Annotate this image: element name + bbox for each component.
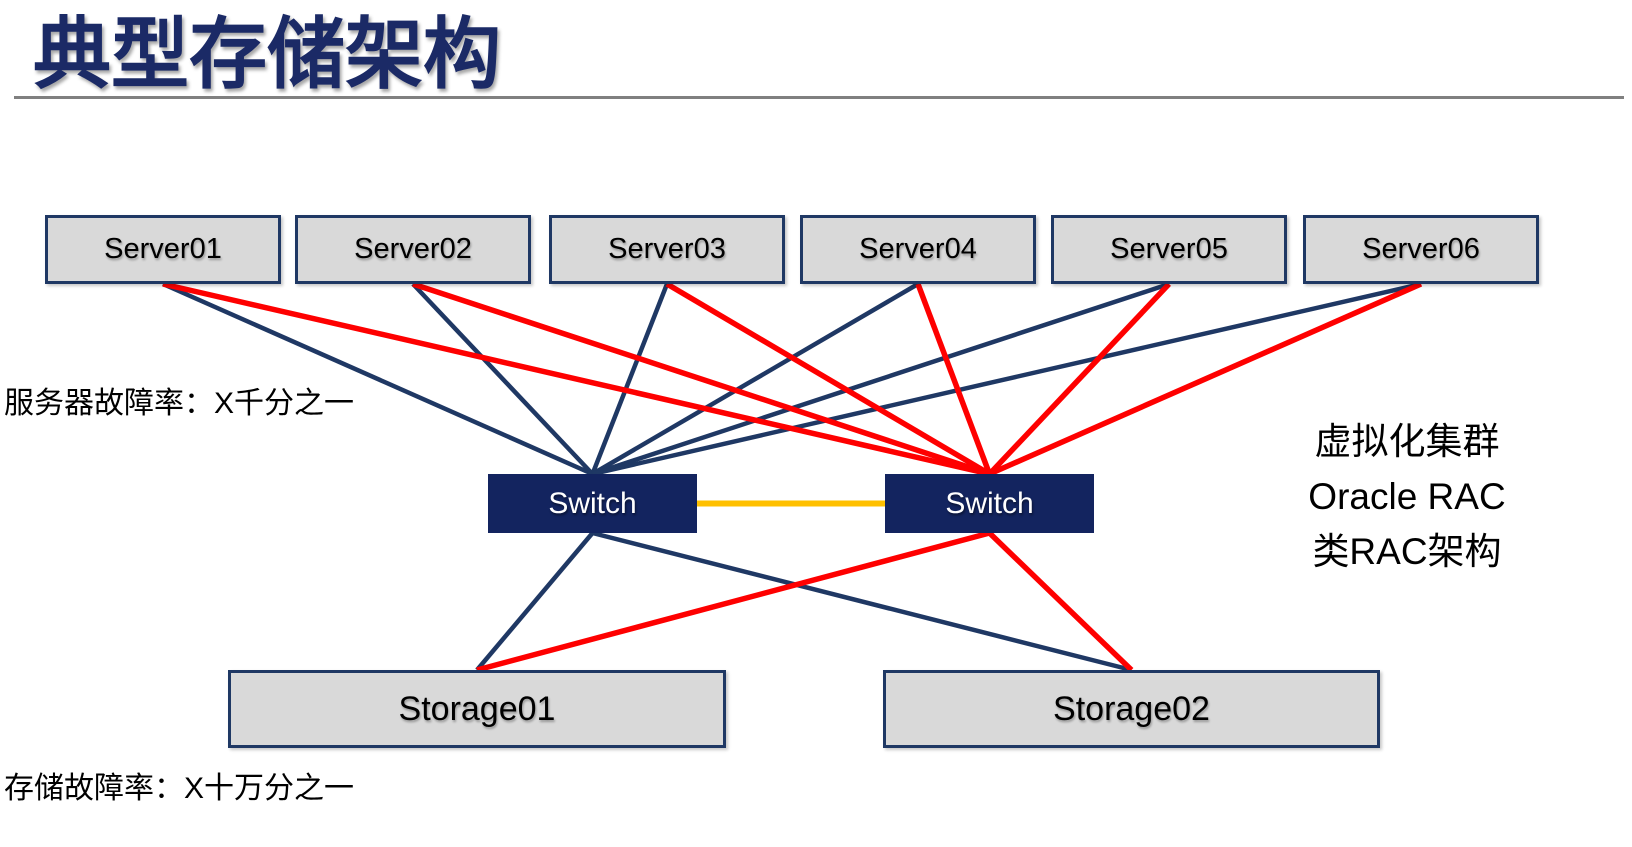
node-server6: Server06 [1303, 215, 1539, 284]
node-server5: Server05 [1051, 215, 1287, 284]
link-switch2-storage2 [987, 531, 1134, 672]
link-server4-switch1 [591, 282, 920, 476]
link-server2-switch1 [411, 282, 595, 476]
node-storage1: Storage01 [228, 670, 726, 748]
storage1-label: Storage01 [398, 689, 556, 728]
cluster-note-line1: 虚拟化集群 [1314, 421, 1500, 462]
link-server1-switch1 [162, 281, 594, 477]
node-storage2: Storage02 [883, 670, 1380, 748]
switch-right-label: Switch [945, 486, 1034, 520]
node-server2: Server02 [295, 215, 531, 284]
cluster-note: 虚拟化集群 Oracle RAC 类RAC架构 [1276, 414, 1538, 579]
link-server5-switch2 [987, 282, 1171, 476]
link-switch1-storage1 [475, 531, 595, 672]
link-server1-switch2 [162, 281, 991, 477]
node-server3: Server03 [549, 215, 785, 284]
server3-label: Server03 [608, 233, 726, 265]
server6-label: Server06 [1362, 233, 1480, 265]
storage2-label: Storage02 [1053, 689, 1210, 728]
link-server4-switch2 [915, 283, 993, 475]
title-divider [14, 96, 1624, 99]
server-failure-rate-note: 服务器故障率：X千分之一 [4, 387, 355, 420]
node-switch-right: Switch [885, 474, 1094, 533]
server5-label: Server05 [1110, 233, 1228, 265]
link-server2-switch2 [412, 281, 991, 477]
node-server1: Server01 [45, 215, 281, 284]
page-title: 典型存储架构 [33, 10, 502, 98]
server2-label: Server02 [354, 233, 472, 265]
link-server5-switch1 [591, 281, 1170, 477]
link-server3-switch2 [665, 281, 991, 477]
link-server6-switch2 [988, 281, 1423, 477]
node-switch-left: Switch [488, 474, 697, 533]
switch-left-label: Switch [548, 486, 637, 520]
link-server3-switch1 [590, 283, 670, 475]
node-server4: Server04 [800, 215, 1036, 284]
storage-failure-rate-note: 存储故障率：X十万分之一 [4, 772, 355, 805]
server1-label: Server01 [104, 233, 222, 265]
cluster-note-line3: 类RAC架构 [1312, 531, 1502, 572]
link-switch2-storage1 [476, 530, 991, 673]
link-switch1-storage2 [591, 530, 1133, 673]
link-server6-switch1 [591, 281, 1422, 477]
cluster-note-line2: Oracle RAC [1308, 476, 1506, 517]
server4-label: Server04 [859, 233, 977, 265]
